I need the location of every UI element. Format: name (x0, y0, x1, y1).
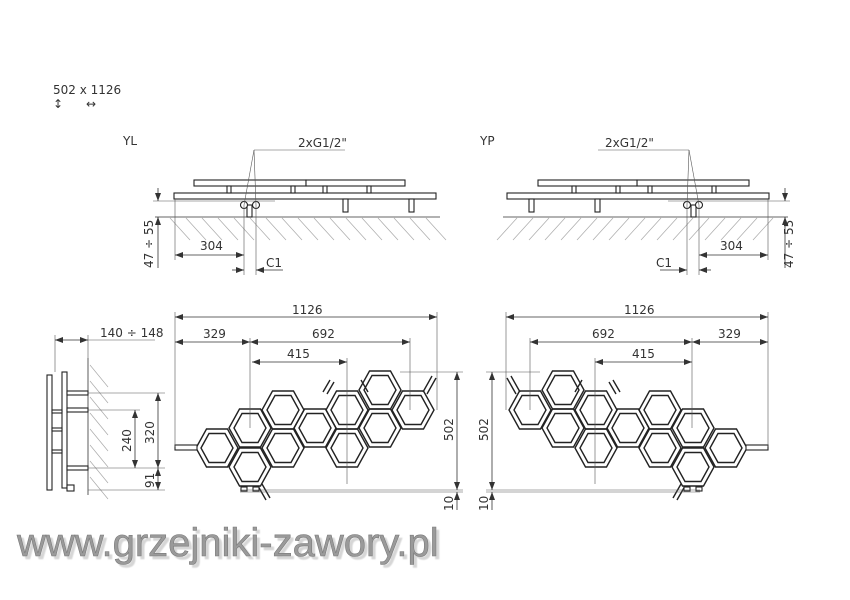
c1-label-yl: C1 (266, 256, 282, 270)
dim-692-yp: 692 (592, 327, 615, 341)
watermark: www.grzejniki-zawory.pl (16, 521, 439, 565)
wall-distance-yp: 47 ÷ 55 (782, 220, 796, 268)
top-view-yp (497, 150, 790, 275)
bracket-91: 91 (143, 473, 157, 488)
height-502-yp: 502 (477, 418, 491, 441)
view-label-yl: YL (122, 134, 137, 148)
width-1126-yp: 1126 (624, 303, 655, 317)
front-view-yp (506, 370, 769, 501)
height-502-yl: 502 (442, 418, 456, 441)
top-view-yl (153, 150, 446, 275)
front-dims-yp (486, 312, 769, 510)
dim-329-yp: 329 (718, 327, 741, 341)
view-label-yp: YP (479, 134, 495, 148)
floor-gap-yl: 10 (442, 496, 456, 511)
dim-415-yl: 415 (287, 347, 310, 361)
width-arrow-icon: ↔ (86, 97, 96, 111)
c1-label-yp: C1 (656, 256, 672, 270)
dim-329-yl: 329 (203, 327, 226, 341)
offset-304-yl: 304 (200, 239, 223, 253)
connection-label-yp: 2xG1/2" (605, 136, 654, 150)
bracket-320: 320 (143, 421, 157, 444)
front-view-yl (174, 370, 437, 501)
dim-692-yl: 692 (312, 327, 335, 341)
bracket-240: 240 (120, 429, 134, 452)
dim-415-yp: 415 (632, 347, 655, 361)
front-dims-yl (174, 312, 463, 510)
connection-label-yl: 2xG1/2" (298, 136, 347, 150)
wall-distance-yl: 47 ÷ 55 (142, 220, 156, 268)
height-arrow-icon: ↕ (53, 97, 63, 111)
offset-304-yp: 304 (720, 239, 743, 253)
width-1126-yl: 1126 (292, 303, 323, 317)
side-view (46, 335, 165, 500)
depth-label: 140 ÷ 148 (100, 326, 164, 340)
floor-gap-yp: 10 (477, 496, 491, 511)
size-label: 502 x 1126 (53, 83, 121, 97)
